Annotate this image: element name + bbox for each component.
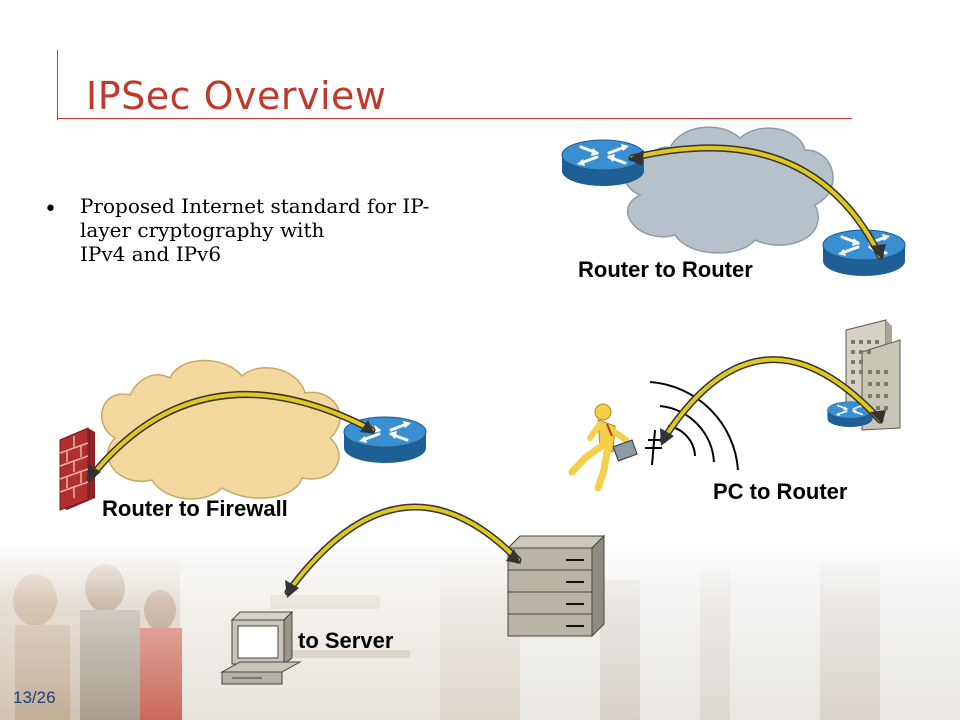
pc-to-router-diagram: PC to Router	[568, 319, 901, 504]
router-icon	[560, 138, 646, 188]
firewall-icon	[59, 427, 95, 511]
label-router-to-firewall: Router to Firewall	[102, 496, 288, 521]
label-to-server: to Server	[298, 628, 394, 653]
bullet-line: Proposed Internet standard for IP-	[80, 194, 430, 218]
bullet-line: IPv4 and IPv6	[80, 242, 222, 266]
mobile-user-icon	[568, 403, 638, 492]
pc-to-server-diagram: to Server	[220, 503, 606, 685]
router-to-firewall-diagram: Router to Firewall	[59, 359, 428, 521]
bullet-marker: •	[44, 197, 57, 222]
building-icon	[845, 319, 901, 431]
label-router-to-router: Router to Router	[578, 257, 753, 282]
title-underline	[57, 118, 852, 119]
background-photo	[0, 540, 960, 720]
server-icon	[506, 534, 606, 638]
computer-icon	[220, 610, 302, 685]
page-number: 13/26	[13, 688, 56, 707]
slide-title: IPSec Overview	[86, 74, 387, 118]
router-icon	[821, 228, 907, 278]
title-accent-line	[57, 50, 58, 120]
wireless-signal-icon	[645, 381, 739, 471]
label-pc-to-router: PC to Router	[713, 479, 848, 504]
router-to-router-diagram: Router to Router	[560, 126, 907, 282]
bullet-line: layer cryptography with	[80, 218, 325, 242]
bullet-item: Proposed Internet standard for IP- layer…	[80, 194, 500, 266]
